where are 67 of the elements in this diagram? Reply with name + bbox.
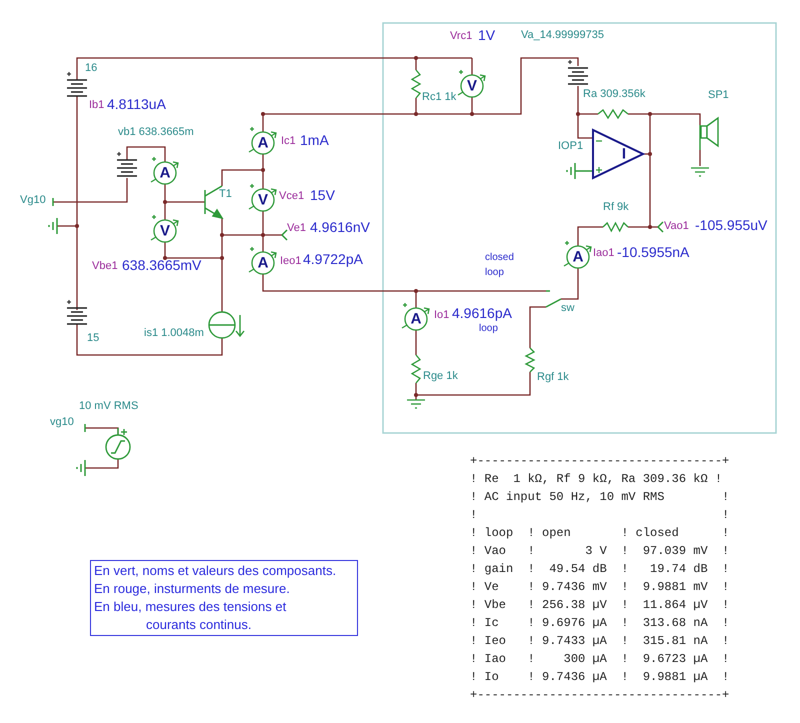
component-label: 10 mV RMS bbox=[79, 401, 138, 412]
component-label: IOP1 bbox=[558, 141, 584, 152]
instrument-label: Vbe1 bbox=[92, 261, 118, 272]
instrument-label: Vao1 bbox=[664, 221, 689, 232]
meter-letter: A bbox=[572, 250, 584, 264]
instrument-label: Vce1 bbox=[279, 191, 304, 202]
measured-value: 1mA bbox=[300, 133, 329, 147]
component-label: 16 bbox=[85, 63, 98, 74]
switch-label: loop bbox=[479, 324, 498, 334]
instrument-label: Ib1 bbox=[89, 100, 104, 111]
table-text-row-text: ! Ve ! 9.7436 mV ! 9.9881 mV ! bbox=[470, 579, 730, 596]
measured-value: 4.9616nV bbox=[310, 220, 370, 234]
meter-letter: A bbox=[410, 312, 422, 326]
table-text-row-text: ! gain ! 49.54 dB ! 19.74 dB ! bbox=[470, 561, 730, 578]
component-label: Rgf 1k bbox=[537, 372, 569, 383]
instrument-label: Iao1 bbox=[593, 248, 614, 259]
note-text: En bleu, mesures des tensions et courants continus. bbox=[94, 598, 288, 634]
meter-letter: I bbox=[622, 146, 626, 162]
component-label: is1 1.0048m bbox=[144, 328, 204, 339]
table-text-row-text: ! loop ! open ! closed ! bbox=[470, 525, 730, 542]
note-text: En vert, noms et valeurs des composants. bbox=[94, 562, 338, 580]
measured-value: 4.9616pA bbox=[452, 306, 512, 320]
measured-value: 4.8113uA bbox=[107, 97, 166, 111]
measured-value: -10.5955nA bbox=[617, 245, 690, 259]
table-text-row-text: ! Ic ! 9.6976 µA ! 313.68 nA ! bbox=[470, 615, 730, 632]
measured-value: -105.955uV bbox=[695, 218, 768, 232]
instrument-label: Ieo1 bbox=[280, 256, 302, 267]
switch-label: closed bbox=[485, 253, 514, 263]
instrument-label: Io1 bbox=[434, 310, 450, 321]
table-text-row-text: ! ! bbox=[470, 507, 730, 524]
meter-letter: A bbox=[258, 256, 268, 270]
table-text-row-text: +----------------------------------+ bbox=[470, 687, 730, 704]
table-text-row-text: ! Vbe ! 256.38 µV ! 11.864 µV ! bbox=[470, 597, 730, 614]
measured-value: 1V bbox=[478, 28, 496, 42]
instrument-label: Ve1 bbox=[287, 223, 306, 234]
instrument-label: Ic1 bbox=[281, 136, 296, 147]
measured-value: 15V bbox=[310, 188, 335, 202]
component-label: vg10 bbox=[50, 417, 74, 428]
component-label: T1 bbox=[219, 189, 232, 200]
table-text-row-text: +----------------------------------+ bbox=[470, 453, 730, 470]
table-text-row-text: ! Vao ! 3 V ! 97.039 mV ! bbox=[470, 543, 730, 560]
meter-letter: V bbox=[467, 78, 477, 94]
meter-letter: A bbox=[160, 166, 170, 180]
note-box bbox=[90, 560, 358, 636]
component-label: 15 bbox=[87, 333, 100, 344]
table-text-row-text: ! Io ! 9.7436 µA ! 9.9881 µA ! bbox=[470, 669, 730, 686]
component-label: Rf 9k bbox=[603, 202, 629, 213]
component-label: Rge 1k bbox=[423, 371, 458, 382]
switch-label: loop bbox=[485, 268, 504, 278]
component-label: Rc1 1k bbox=[422, 92, 456, 103]
component-label: SP1 bbox=[708, 90, 729, 101]
instrument-label: Vrc1 bbox=[450, 31, 472, 42]
meter-letter: A bbox=[258, 136, 268, 150]
measured-value: 4.9722pA bbox=[303, 252, 363, 266]
table-text-row-text: ! Ieo ! 9.7433 µA ! 315.81 nA ! bbox=[470, 633, 730, 650]
meter-letter: V bbox=[160, 224, 170, 238]
meter-letter: V bbox=[258, 192, 268, 208]
table-text-row-text: ! Re 1 kΩ, Rf 9 kΩ, Ra 309.36 kΩ ! bbox=[470, 471, 724, 488]
note-text: En rouge, insturments de mesure. bbox=[94, 580, 291, 598]
component-label: vb1 638.3665m bbox=[118, 127, 194, 138]
table-text-row-text: ! Iao ! 300 µA ! 9.6723 µA ! bbox=[470, 651, 730, 668]
table-text-row-text: ! AC input 50 Hz, 10 mV RMS ! bbox=[470, 489, 730, 506]
component-label: Ra 309.356k bbox=[583, 89, 646, 100]
measured-value: 638.3665mV bbox=[122, 258, 202, 272]
component-label: Vg10 bbox=[20, 195, 46, 206]
component-label: sw bbox=[561, 303, 574, 314]
component-label: Va_14.99999735 bbox=[521, 30, 604, 41]
